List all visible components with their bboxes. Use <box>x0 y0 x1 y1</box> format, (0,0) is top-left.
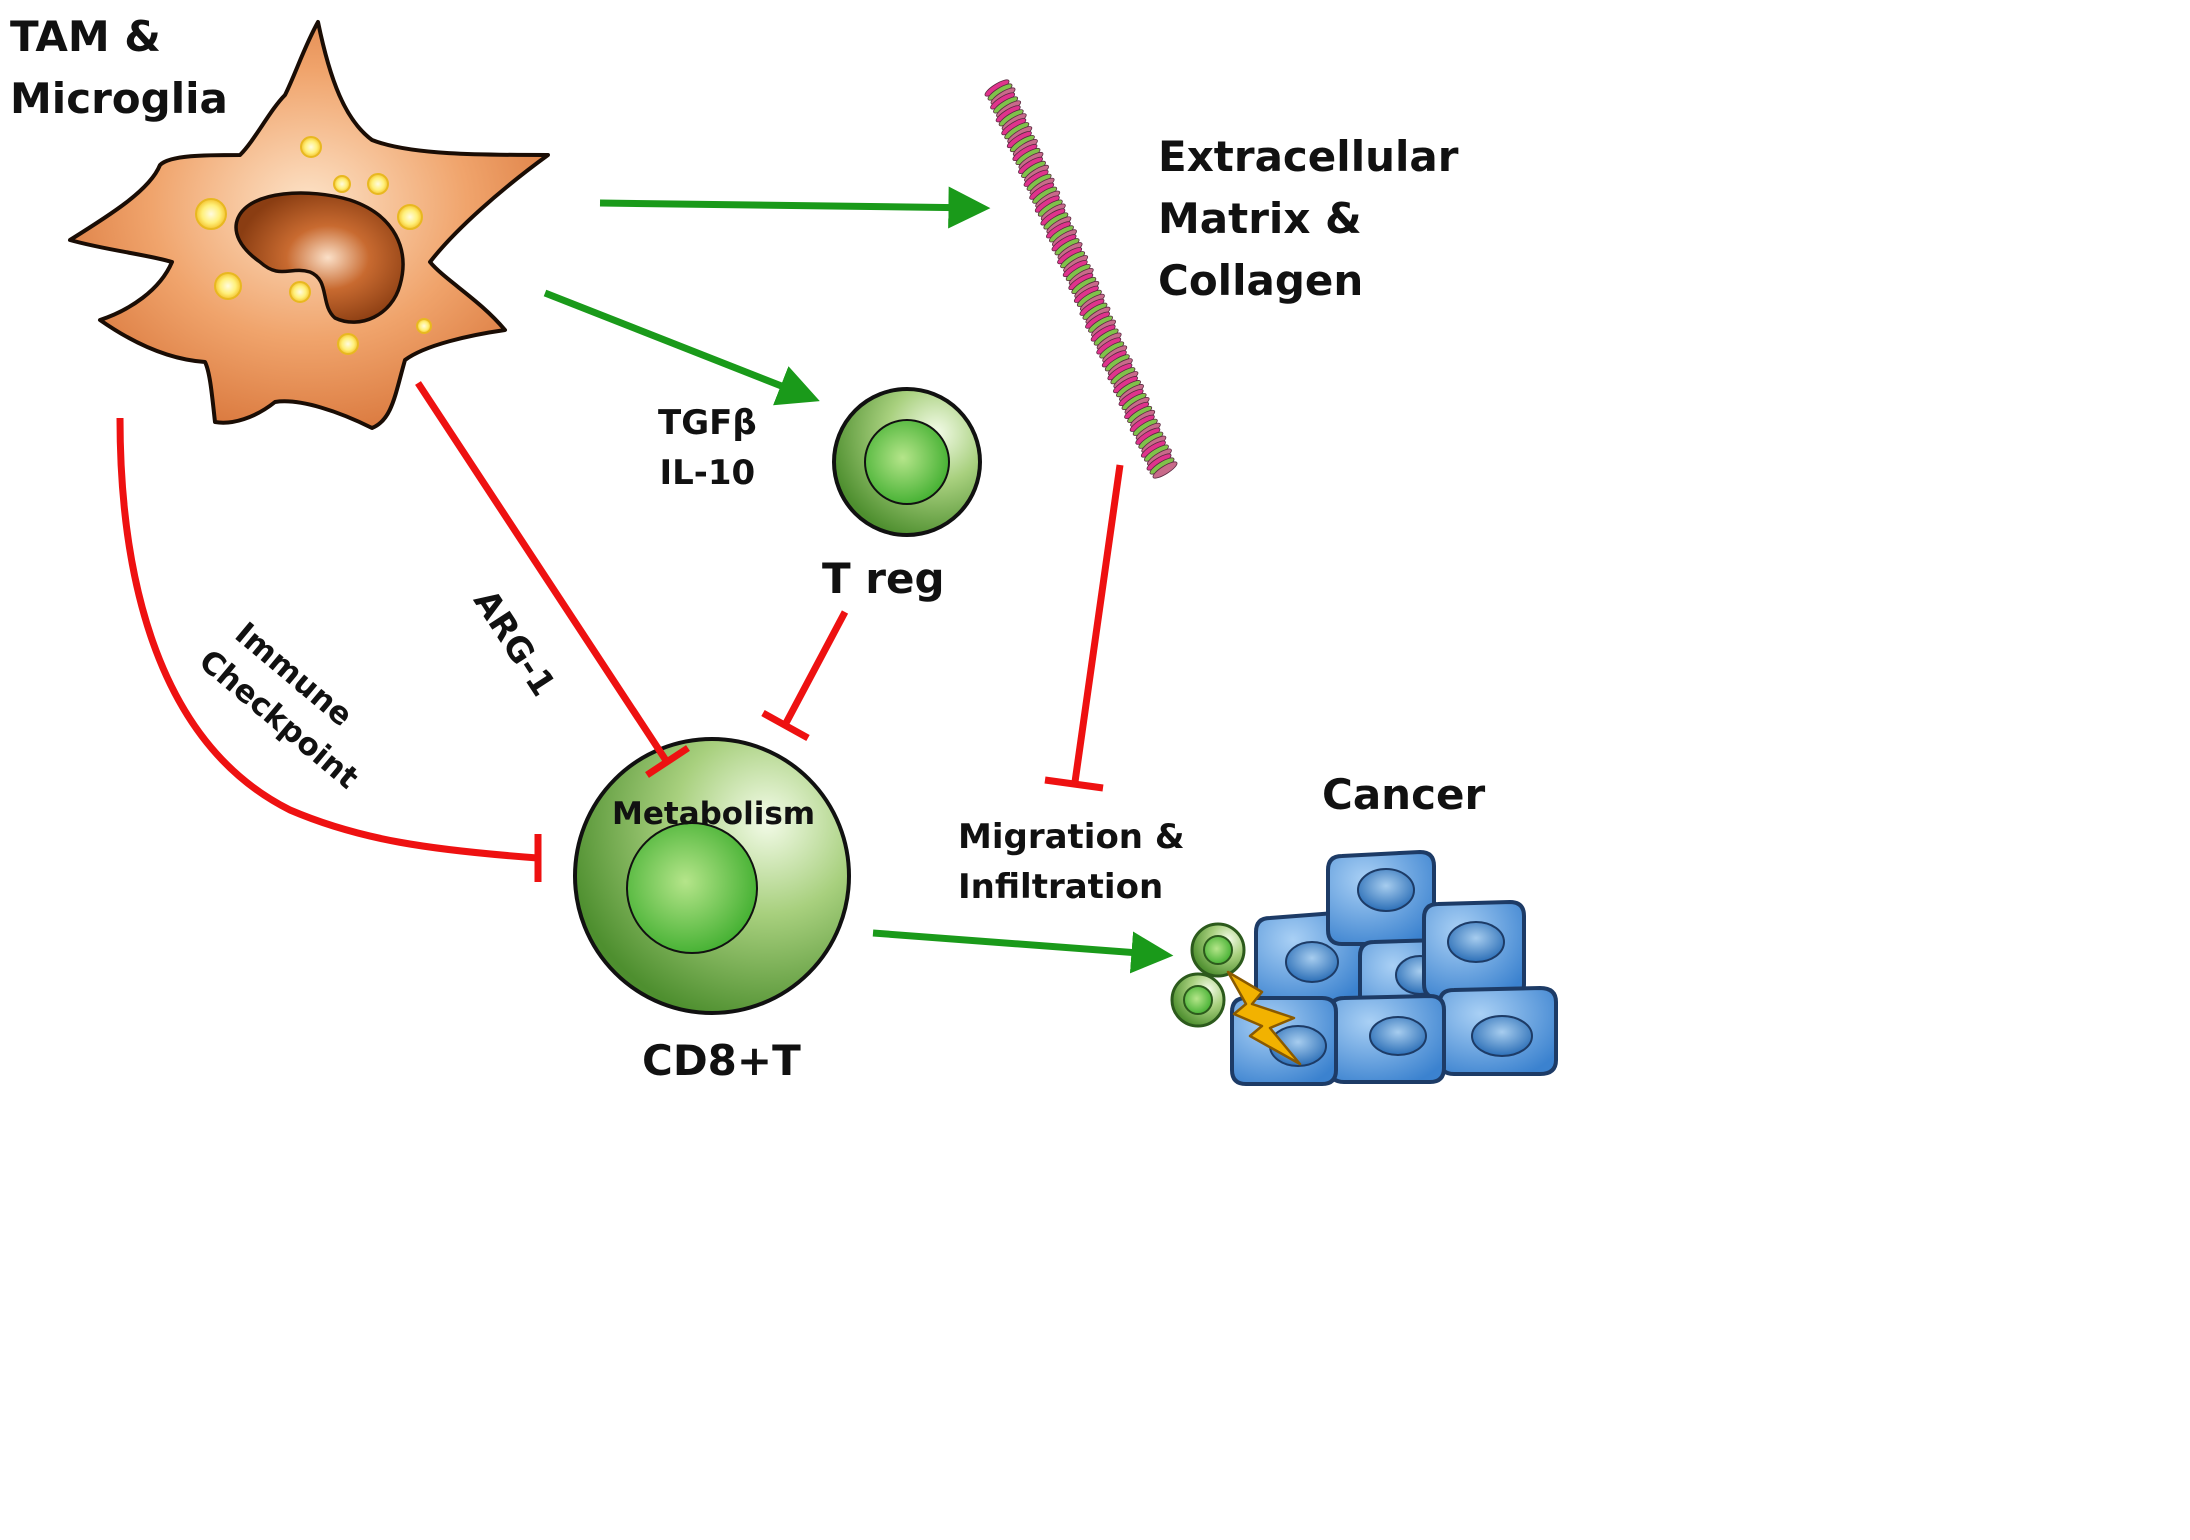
label-infiltration: Infiltration <box>958 867 1164 907</box>
label-tam-line2: Microglia <box>10 74 228 123</box>
label-tgf-il10: TGFβ IL-10 <box>658 398 757 498</box>
label-ecm-line2: Matrix & <box>1158 194 1362 243</box>
arrow-tam-to-ecm <box>599 186 991 229</box>
label-il10: IL-10 <box>659 453 756 493</box>
label-ecm-line1: Extracellular <box>1158 132 1459 181</box>
label-treg: T reg <box>822 554 945 603</box>
cancer-cell <box>1326 849 1436 946</box>
label-tgf: TGFβ <box>658 403 757 443</box>
label-cd8: CD8+T <box>642 1036 801 1085</box>
label-tam-microglia: TAM & Microglia <box>10 6 228 130</box>
label-ecm-line3: Collagen <box>1158 256 1364 305</box>
inhibit-treg-to-cd8 <box>761 610 849 742</box>
inhibit-ecm-to-migration <box>1044 464 1124 792</box>
cancer-cell <box>1438 985 1558 1076</box>
arrow-cd8-to-cancer <box>872 929 1174 974</box>
cancer-cell <box>1328 993 1446 1084</box>
label-metabolism: Metabolism <box>612 796 816 832</box>
cancer-cell <box>1422 899 1526 1000</box>
label-migration-infiltration: Migration & Infiltration <box>958 812 1185 912</box>
label-ecm: Extracellular Matrix & Collagen <box>1158 126 1458 312</box>
label-tam-line1: TAM & <box>10 12 161 61</box>
collagen-strand <box>1152 461 1178 479</box>
label-cancer: Cancer <box>1322 770 1486 819</box>
label-migration: Migration & <box>958 817 1185 857</box>
tam-microglia-cell <box>68 20 550 430</box>
lightning-icon <box>1226 970 1302 1066</box>
treg-cell <box>832 387 982 537</box>
granule-group <box>195 136 432 355</box>
diagram-canvas <box>68 20 1558 1086</box>
cd8-t-cell <box>573 737 851 1015</box>
collagen-helix <box>984 79 1178 479</box>
arrow-tam-to-treg <box>543 289 820 406</box>
small-t-cells <box>1170 922 1246 1028</box>
inhibit-arg1 <box>415 381 690 778</box>
inhibit-immune-checkpoint <box>116 417 542 882</box>
